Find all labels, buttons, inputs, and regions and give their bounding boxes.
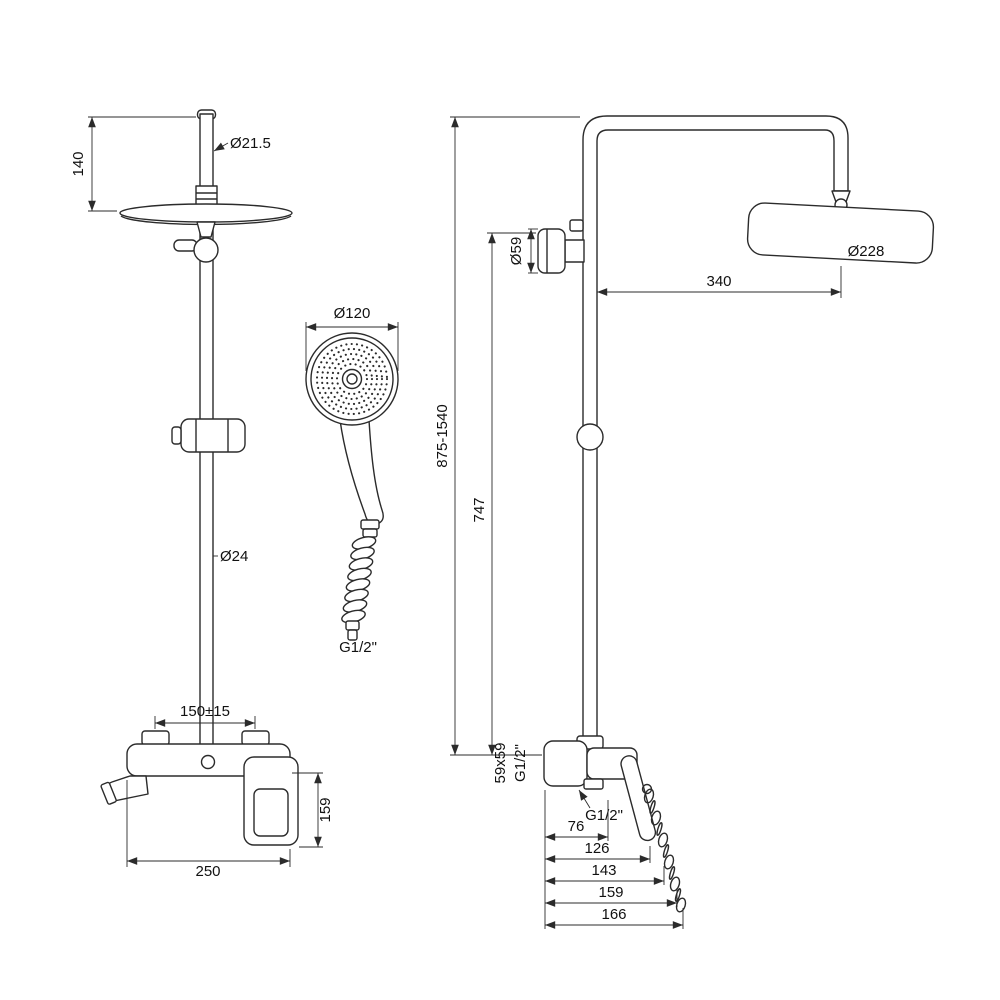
label-dim-140: 140 bbox=[70, 151, 87, 176]
label-dia-120: Ø120 bbox=[334, 305, 371, 322]
overhead-shower-side bbox=[746, 202, 935, 264]
label-dim-250: 250 bbox=[195, 863, 220, 880]
label-dim-159: 159 bbox=[598, 884, 623, 901]
handle-front bbox=[243, 756, 299, 846]
label-dim-747: 747 bbox=[471, 497, 488, 522]
dimension-total-height: 875-1540 bbox=[434, 116, 580, 756]
pipe-connector bbox=[576, 423, 604, 451]
label-escutcheon-size: 59x59 bbox=[492, 743, 509, 784]
front-view: 140 Ø21.5 Ø24 150±15 159 bbox=[70, 109, 334, 880]
dimension-spout-drop: 159 bbox=[292, 772, 334, 848]
hand-shower-head bbox=[305, 332, 399, 426]
hose-outlet bbox=[583, 778, 604, 790]
label-dia-24: Ø24 bbox=[220, 548, 248, 565]
dimension-stack-bottom: 76 126 143 159 166 bbox=[544, 790, 684, 929]
valve-side bbox=[543, 735, 657, 842]
label-dim-159-front: 159 bbox=[317, 797, 334, 822]
label-dim-166: 166 bbox=[601, 906, 626, 923]
label-dim-143: 143 bbox=[591, 862, 616, 879]
label-dia-21-5: Ø21.5 bbox=[230, 135, 271, 152]
label-dim-76: 76 bbox=[568, 818, 585, 835]
dimension-body-width: 250 bbox=[126, 780, 291, 880]
overhead-shower-front bbox=[119, 185, 293, 263]
diverter-knob bbox=[193, 237, 219, 263]
outlet-thread-callout: G1/2" bbox=[578, 789, 623, 824]
label-hose-thread: G1/2" bbox=[339, 639, 377, 656]
label-dim-total-height: 875-1540 bbox=[434, 404, 451, 467]
shower-hose-coil bbox=[341, 536, 377, 641]
label-wall-thread: G1/2" bbox=[512, 744, 529, 782]
shower-plate bbox=[119, 203, 293, 223]
label-outlet-thread: G1/2" bbox=[585, 807, 623, 824]
dimension-hand-shower-dia: Ø120 bbox=[305, 305, 399, 371]
valve-handle bbox=[620, 755, 657, 842]
dimension-head-offset: 140 bbox=[70, 116, 196, 212]
dimension-pipe-top-dia: Ø21.5 bbox=[213, 135, 271, 152]
wall-mount-side bbox=[537, 219, 585, 274]
dimension-mount-dia: Ø59 bbox=[508, 228, 538, 274]
mixer-body-front bbox=[100, 730, 299, 846]
dimension-arm-reach: 340 bbox=[597, 266, 842, 298]
label-dia-59: Ø59 bbox=[508, 237, 525, 265]
dimension-inlet-spacing: 150±15 bbox=[154, 703, 256, 729]
slider-bracket-front bbox=[171, 418, 246, 453]
label-dim-126: 126 bbox=[584, 840, 609, 857]
hand-shower-handle bbox=[339, 419, 384, 525]
label-dim-150: 150±15 bbox=[180, 703, 230, 720]
label-dim-340: 340 bbox=[706, 273, 731, 290]
label-dia-228: Ø228 bbox=[848, 243, 885, 260]
aerator bbox=[100, 781, 117, 805]
escutcheon bbox=[543, 740, 588, 787]
dimension-riser-height: 747 bbox=[471, 232, 536, 755]
side-view: Ø228 bbox=[434, 115, 935, 929]
hand-shower: Ø120 G1/2" bbox=[305, 305, 399, 656]
dimension-pipe-dia: Ø24 bbox=[213, 548, 248, 565]
